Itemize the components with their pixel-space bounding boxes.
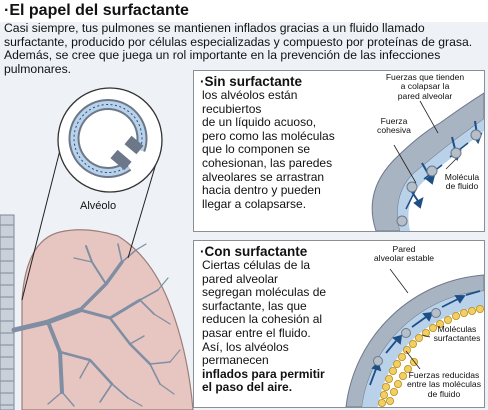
sin-heading: ·Sin surfactante [200,74,303,89]
panel-sin-surfactante: ·Sin surfactante los alvéolos están recu… [193,70,485,232]
label-fuerza-cohesiva: Fuerza cohesiva [377,116,411,136]
label-fuerzas-reducidas: Fuerzas reducidas entre las moléculas de… [406,370,482,399]
title-bar [0,0,488,22]
sin-surfactante-diagram [371,92,484,231]
con-description: Ciertas células de la pared alveolar seg… [202,258,327,395]
con-heading: ·Con surfactante [200,244,308,259]
trachea-icon [0,214,15,410]
alveolo-label: Alvéolo [80,200,117,212]
intro-text: Casi siempre, tus pulmones se mantienen … [4,21,473,76]
bronchial-tree-icon [11,243,181,407]
label-fuerzas-colapsar: Fuerzas que tienden a colapsar la pared … [385,72,465,101]
con-surfactante-diagram [345,268,484,407]
panel-con-surfactante: ·Con surfactante Ciertas células de la p… [193,240,485,408]
label-moleculas-surfactantes: Moléculas surfactantes [433,324,481,344]
label-pared-estable: Pared alveolar estable [373,244,435,264]
alveolus-icon [68,99,148,178]
sin-description: los alvéolos están recubiertos de un líq… [202,88,335,211]
label-molecula-fluido: Molécula de fluido [444,172,480,192]
page-title: ·El papel del surfactante [4,2,189,19]
